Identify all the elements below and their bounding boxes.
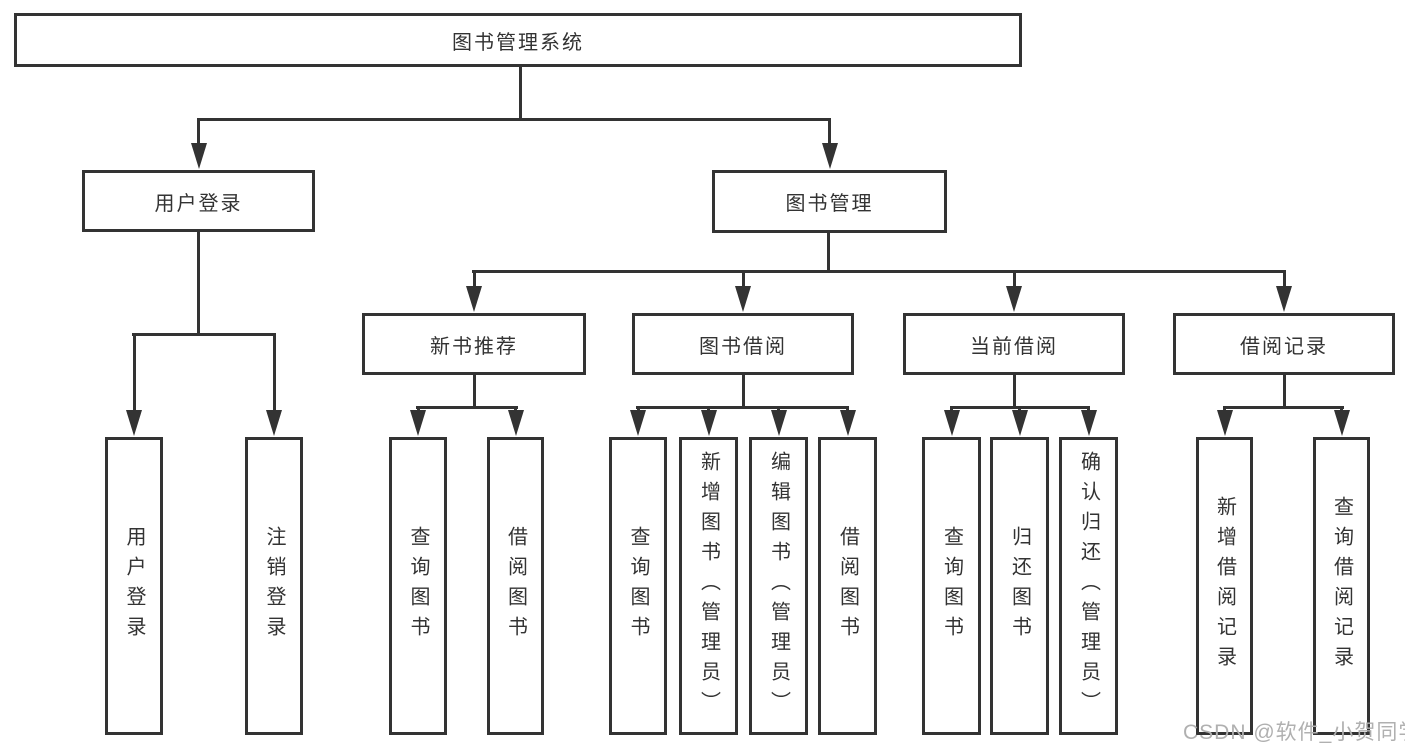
leaf-edit-book-admin: 编辑图书（管理员） [749,437,808,735]
leaf-query-book-1: 查询图书 [389,437,447,735]
csdn-watermark: CSDN @软件_小贺同学 [1183,721,1405,744]
arrow-down-to-borrow-book-1 [507,406,524,436]
arrow-down-to-return-book [1011,406,1028,436]
arrow-down-to-leaf-logout [266,333,282,436]
node-book-mgmt: 图书管理 [712,170,947,233]
node-root: 图书管理系统 [14,13,1022,67]
node-book-borrow: 图书借阅 [632,313,854,375]
arrow-down-to-leaf-user-login [126,333,142,436]
connector-root-split [197,118,831,121]
leaf-query-book-1-label: 查询图书 [407,526,429,646]
connector-book-mgmt-split [472,270,1286,273]
arrow-down-to-query-book-1 [410,406,426,436]
leaf-borrow-book-1-label: 借阅图书 [504,526,527,646]
leaf-logout: 注销登录 [245,437,303,735]
leaf-user-login: 用户登录 [105,437,163,735]
arrow-down-to-book-borrow [735,270,751,312]
connector-book-mgmt-stem [827,232,830,273]
arrow-down-to-query-record [1333,406,1350,436]
leaf-add-book-admin-label: 新增图书（管理员） [697,451,720,721]
leaf-query-book-2-label: 查询图书 [627,526,649,646]
node-current-borrow: 当前借阅 [903,313,1125,375]
leaf-return-book-label: 归还图书 [1008,526,1031,646]
leaf-query-book-2: 查询图书 [609,437,667,735]
arrow-down-to-query-book-3 [943,406,960,436]
connector-current-borrow-stem [1012,375,1016,409]
arrow-down-to-add-book [700,406,717,436]
arrow-down-to-current-borrow [1006,270,1022,312]
arrow-down-to-user-login [190,118,207,169]
arrow-down-to-query-book-2 [630,406,646,436]
connector-borrow-records-split [1223,406,1344,409]
arrow-down-to-borrow-book-2 [839,406,856,436]
connector-user-login-split [132,333,276,336]
connector-borrow-records-stem [1282,375,1286,409]
arrow-down-to-book-mgmt [821,118,838,169]
arrow-down-to-new-book-rec [466,270,482,312]
leaf-user-login-label: 用户登录 [123,526,145,646]
leaf-add-borrow-record-label: 新增借阅记录 [1213,496,1236,676]
leaf-borrow-book-1: 借阅图书 [487,437,544,735]
leaf-add-book-admin: 新增图书（管理员） [679,437,738,735]
connector-new-book-rec-split [416,406,518,409]
leaf-confirm-return-admin-label: 确认归还（管理员） [1077,451,1100,721]
connector-root-stem [519,67,522,121]
arrow-down-to-borrow-records [1276,270,1292,312]
connector-book-borrow-stem [741,375,745,409]
leaf-edit-book-admin-label: 编辑图书（管理员） [767,451,790,721]
arrow-down-to-confirm-return [1080,406,1097,436]
leaf-return-book: 归还图书 [990,437,1049,735]
leaf-query-book-3: 查询图书 [922,437,981,735]
node-user-login: 用户登录 [82,170,315,232]
arrow-down-to-edit-book [770,406,787,436]
leaf-borrow-book-2: 借阅图书 [818,437,877,735]
node-new-book-rec: 新书推荐 [362,313,586,375]
leaf-query-book-3-label: 查询图书 [940,526,963,646]
connector-new-book-rec-stem [472,375,476,409]
connector-book-borrow-split [636,406,849,409]
connector-user-login-stem [197,232,200,336]
leaf-query-borrow-record-label: 查询借阅记录 [1330,496,1353,676]
arrow-down-to-add-record [1216,406,1233,436]
node-borrow-records: 借阅记录 [1173,313,1395,375]
leaf-add-borrow-record: 新增借阅记录 [1196,437,1253,735]
leaf-logout-label: 注销登录 [263,526,285,646]
leaf-confirm-return-admin: 确认归还（管理员） [1059,437,1118,735]
leaf-query-borrow-record: 查询借阅记录 [1313,437,1370,735]
leaf-borrow-book-2-label: 借阅图书 [836,526,859,646]
